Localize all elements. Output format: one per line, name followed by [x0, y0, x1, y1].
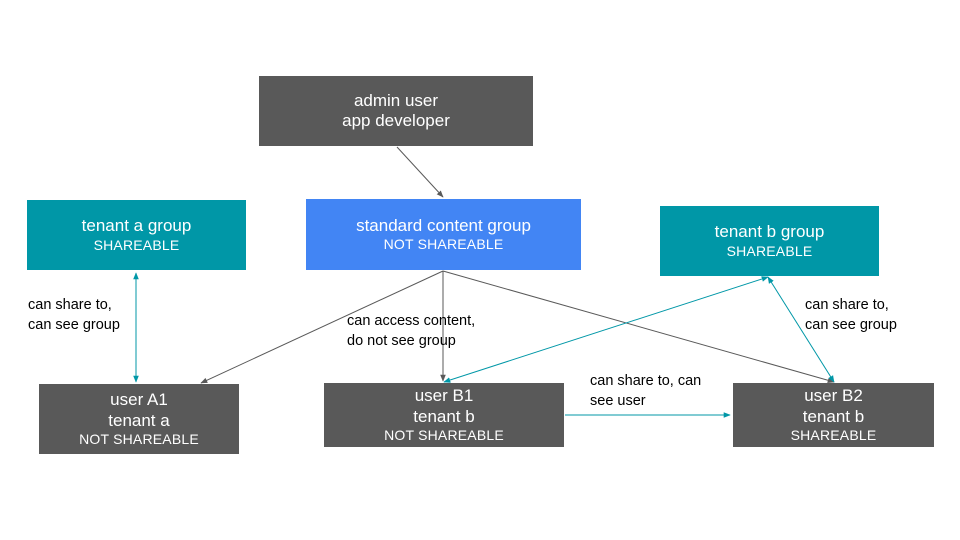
- node-standard-content-group: standard content group NOT SHAREABLE: [306, 199, 581, 270]
- node-user-b1-line2: tenant b: [413, 406, 475, 426]
- label-access-content-line2: do not see group: [347, 332, 456, 349]
- node-standard-content-group-title: standard content group: [356, 215, 531, 235]
- node-admin-user: admin user app developer: [259, 76, 533, 146]
- node-user-b1-sub: NOT SHAREABLE: [384, 426, 504, 443]
- label-access-content: can access content, do not see group: [347, 312, 475, 351]
- node-tenant-a-group: tenant a group SHAREABLE: [27, 200, 246, 270]
- node-user-a1-line1: user A1: [110, 390, 168, 410]
- label-tenant-a-share-line2: can see group: [28, 316, 120, 333]
- node-user-b2-sub: SHAREABLE: [790, 426, 877, 443]
- label-tenant-b-share: can share to, can see group: [805, 296, 897, 335]
- node-user-a1: user A1 tenant a NOT SHAREABLE: [39, 384, 239, 454]
- node-user-b1-line1: user B1: [414, 386, 474, 406]
- label-share-user-line2: see user: [590, 392, 646, 409]
- edge-tenant-b-group-b2: [767, 276, 835, 383]
- label-tenant-a-share-line1: can share to,: [28, 297, 112, 313]
- node-admin-user-line1: admin user: [353, 90, 439, 110]
- node-user-b1: user B1 tenant b NOT SHAREABLE: [324, 383, 564, 447]
- node-tenant-a-group-title: tenant a group: [81, 216, 192, 236]
- label-share-user: can share to, can see user: [590, 372, 701, 411]
- label-tenant-a-share: can share to, can see group: [28, 296, 120, 335]
- label-tenant-b-share-line1: can share to,: [805, 297, 889, 313]
- node-tenant-a-group-sub: SHAREABLE: [93, 236, 180, 253]
- label-access-content-line1: can access content,: [347, 313, 476, 329]
- node-user-b2: user B2 tenant b SHAREABLE: [733, 383, 934, 447]
- node-user-a1-line2: tenant a: [108, 410, 170, 430]
- label-share-user-line1: can share to, can: [590, 373, 702, 389]
- edge-b1-tenant-b-group: [443, 276, 769, 383]
- node-tenant-b-group-title: tenant b group: [714, 222, 825, 242]
- node-admin-user-line2: app developer: [342, 111, 450, 130]
- label-tenant-b-share-line2: can see group: [805, 316, 897, 333]
- node-user-b2-line2: tenant b: [802, 406, 865, 426]
- node-tenant-b-group-sub: SHAREABLE: [726, 242, 813, 259]
- edge-standard-to-b2: [442, 270, 835, 383]
- edge-admin-to-standard: [396, 146, 444, 198]
- node-tenant-b-group: tenant b group SHAREABLE: [660, 206, 879, 276]
- edge-standard-to-a1: [200, 270, 444, 384]
- node-standard-content-group-sub: NOT SHAREABLE: [383, 236, 504, 253]
- node-user-b2-line1: user B2: [804, 386, 863, 406]
- node-user-a1-sub: NOT SHAREABLE: [79, 430, 199, 447]
